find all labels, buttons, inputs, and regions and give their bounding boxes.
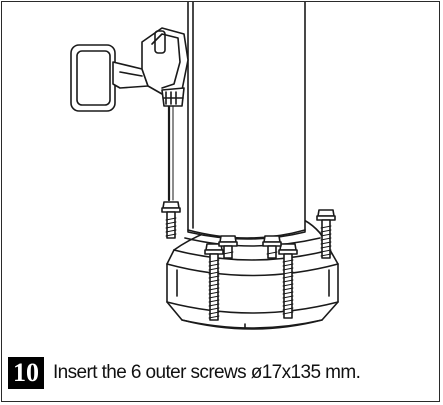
assembly-illustration — [70, 2, 339, 330]
drill-icon — [70, 27, 189, 112]
drill-extension — [167, 100, 174, 202]
pole — [187, 2, 306, 240]
screw-icon — [204, 243, 224, 321]
screw-icon — [262, 235, 282, 259]
step-number: 10 — [8, 357, 44, 389]
screw-icon — [316, 209, 336, 259]
screw-icon — [161, 201, 181, 239]
screw-icon — [218, 235, 238, 259]
step-caption: Insert the 6 outer screws ø17x135 mm. — [53, 362, 361, 383]
screw-icon — [278, 243, 298, 319]
instruction-step: 10 Insert the 6 outer screws ø17x135 mm. — [2, 351, 361, 395]
